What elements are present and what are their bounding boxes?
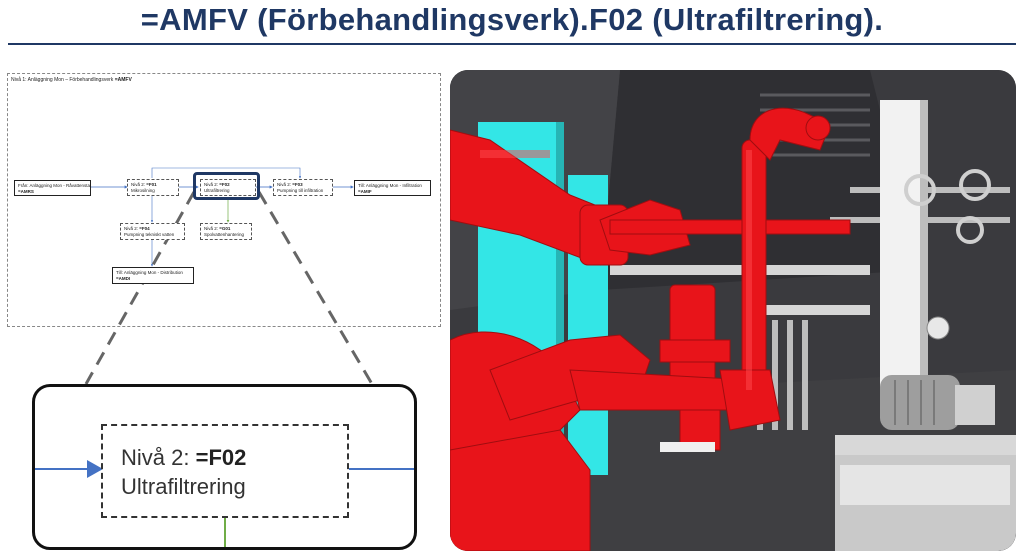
page-title: =AMFV (Förbehandlingsverk).F02 (Ultrafil… <box>140 2 884 37</box>
zoom-prefix: Nivå 2: <box>121 445 196 470</box>
node-to-code: =AMIF <box>358 189 372 194</box>
node-g01-prefix: Nivå 2: <box>204 226 220 231</box>
panel-caption: Nivå 1: Anläggning Mon – Förbehandlingsv… <box>11 77 132 83</box>
node-f02-prefix: Nivå 2: <box>204 182 220 187</box>
3d-model-image <box>450 70 1016 551</box>
panel-caption-code: =AMFV <box>114 77 132 83</box>
node-from-line1: Från: Anläggning Mon - Råvattenstation <box>18 183 91 188</box>
node-f02-code: =F02 <box>219 182 230 187</box>
node-f02-ultrafiltrering: Nivå 2: =F02 Ultrafiltrering <box>200 179 256 196</box>
node-f01-code: =F01 <box>146 182 157 187</box>
node-from-code: =AMRS <box>18 189 34 194</box>
f02-highlight-frame <box>193 172 260 200</box>
node-to-distribution: Till: Anläggning Mon - Distribution =AMD… <box>112 267 194 284</box>
node-dist-code: =AMDI <box>116 276 131 281</box>
node-f01-label: Mikrosilning <box>131 188 155 193</box>
node-f03-prefix: Nivå 2: <box>277 182 293 187</box>
zoom-connectors <box>35 460 414 547</box>
equipment-platform <box>835 435 1016 455</box>
zoom-arrow-icon <box>87 460 103 478</box>
3d-model-render <box>450 70 1016 551</box>
node-g01-code: =G01 <box>219 226 231 231</box>
node-g01-label: Spolvattenhantering <box>204 232 245 237</box>
node-f03-label: Pumpning till infiltration <box>277 188 324 193</box>
node-f01-mikrosilning: Nivå 2: =F01 Mikrosilning <box>127 179 179 196</box>
pressure-gauge <box>926 316 950 340</box>
node-f01-prefix: Nivå 2: <box>131 182 147 187</box>
node-f04-code: =F04 <box>139 226 150 231</box>
zoom-node-f02: Nivå 2: =F02 Ultrafiltrering <box>101 424 349 518</box>
node-f04-label: Pumpning tekniskt vatten <box>124 232 175 237</box>
node-f02-label: Ultrafiltrering <box>204 188 230 193</box>
panel-caption-text: Nivå 1: Anläggning Mon – Förbehandlingsv… <box>11 77 115 83</box>
node-to-line1: Till: Anläggning Mon - Infiltration <box>358 183 422 188</box>
level1-diagram-panel: Nivå 1: Anläggning Mon – Förbehandlingsv… <box>7 73 441 327</box>
node-f03-code: =F03 <box>292 182 303 187</box>
zoom-label: Ultrafiltrering <box>121 474 246 499</box>
zoom-code: =F02 <box>195 445 247 470</box>
node-f04-prefix: Nivå 2: <box>124 226 140 231</box>
zoom-callout: Nivå 2: =F02 Ultrafiltrering <box>32 384 417 550</box>
node-f04-pumpning-tekniskt: Nivå 2: =F04 Pumpning tekniskt vatten <box>120 223 185 240</box>
node-to-infiltration: Till: Anläggning Mon - Infiltration =AMI… <box>354 180 431 196</box>
node-dist-line1: Till: Anläggning Mon - Distribution <box>116 270 183 275</box>
node-g01-spolvatten: Nivå 2: =G01 Spolvattenhantering <box>200 223 252 240</box>
title-underline <box>8 43 1016 45</box>
node-from-ravattenstation: Från: Anläggning Mon - Råvattenstation =… <box>14 180 91 196</box>
white-column <box>880 100 920 400</box>
node-f03-pumpning-infiltration: Nivå 2: =F03 Pumpning till infiltration <box>273 179 333 196</box>
